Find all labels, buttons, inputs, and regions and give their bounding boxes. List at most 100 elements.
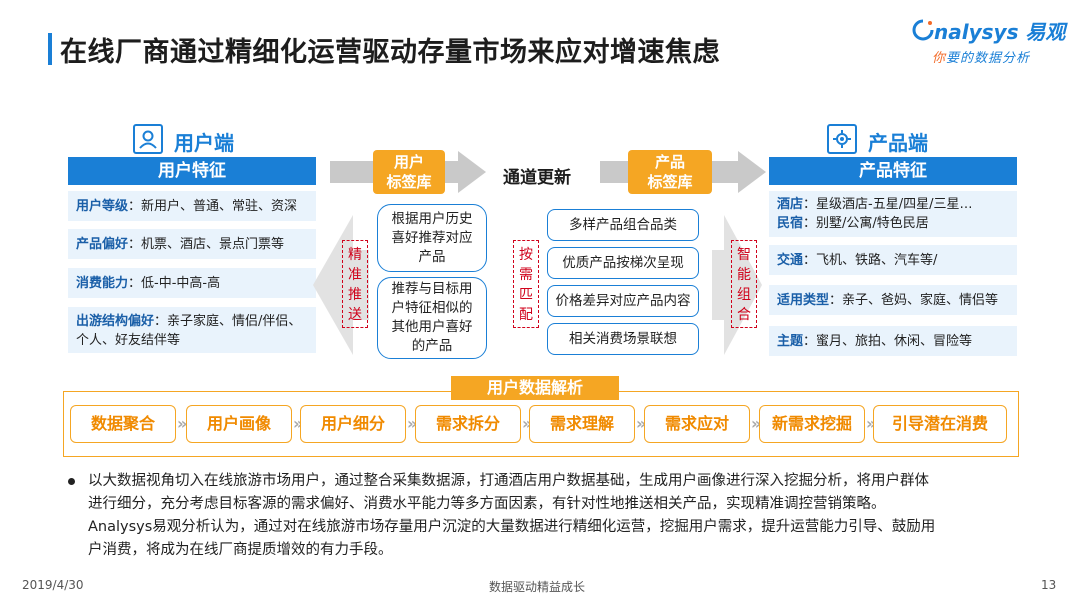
bubble-text: 根据用户历史喜好推荐对应产品: [391, 210, 473, 265]
channel-arrow-right-head: [738, 151, 766, 193]
footer-date: 2019/4/30: [22, 578, 84, 592]
feature-value: ：别墅/公寓/特色民居: [803, 216, 929, 231]
user-tag-line2: 标签库: [386, 173, 432, 191]
product-feature-row: 酒店：星级酒店-五星/四星/三星… 民宿：别墅/公寓/特色民居: [769, 191, 1017, 237]
process-step: 数据聚合: [70, 405, 176, 443]
recommend-bubble: 推荐与目标用户特征相似的其他用户喜好的产品: [377, 277, 487, 359]
product-strategy-pill: 优质产品按梯次呈现: [547, 247, 699, 279]
feature-value: ：亲子家庭、情侣/伴侣、: [154, 314, 302, 329]
feature-value: ：机票、酒店、景点门票等: [128, 236, 285, 252]
chevron-right-icon: »: [866, 414, 877, 433]
vtag-char: 精: [348, 247, 362, 263]
feature-key: 酒店: [777, 197, 804, 212]
vtag-char: 能: [737, 267, 751, 283]
vtag-char: 准: [348, 267, 362, 283]
feature-key: 适用类型: [777, 292, 830, 308]
channel-update-label: 通道更新: [503, 168, 571, 188]
logo: nalysys 易观 你要的数据分析: [912, 14, 1066, 70]
product-side-heading: 产品端: [868, 131, 928, 155]
process-step: 用户细分: [300, 405, 406, 443]
product-strategy-pill: 多样产品组合品类: [547, 209, 699, 241]
user-tag-library: 用户 标签库: [373, 150, 445, 194]
chevron-right-icon: »: [751, 414, 762, 433]
chevron-right-icon: »: [177, 414, 188, 433]
channel-arrow-left-head: [458, 151, 486, 193]
feature-key: 产品偏好: [76, 236, 129, 252]
feature-value: ：亲子、爸妈、家庭、情侣等: [829, 292, 999, 308]
vtag-char: 配: [519, 307, 533, 323]
chevron-right-icon: »: [636, 414, 647, 433]
page-number: 13: [1041, 578, 1057, 592]
smart-combination-tag: 智 能 组 合: [731, 240, 757, 328]
push-arrow-left-icon: [313, 215, 369, 355]
product-strategy-pill: 相关消费场景联想: [547, 323, 699, 355]
footer-slogan: 数据驱动精益成长: [489, 580, 586, 594]
vtag-char: 智: [737, 247, 751, 263]
logo-brand: nalysys 易观: [934, 20, 1066, 44]
precise-push-tag: 精 准 推 送: [342, 240, 368, 328]
vtag-char: 组: [737, 287, 751, 303]
product-features-header: 产品特征: [769, 157, 1017, 185]
user-features-header: 用户特征: [68, 157, 316, 185]
paragraph-line: 以大数据视角切入在线旅游市场用户，通过整合采集数据源，打通酒店用户数据基础，生成…: [88, 473, 929, 489]
process-step: 引导潜在消费: [873, 405, 1007, 443]
feature-value-cont: 个人、好友结伴等: [76, 333, 181, 348]
user-feature-row: 用户等级：新用户、普通、常驻、资深: [68, 191, 316, 221]
title-accent-bar: [48, 33, 52, 65]
feature-key: 用户等级: [76, 198, 129, 214]
product-gear-icon: [827, 124, 857, 154]
chevron-right-icon: »: [522, 414, 533, 433]
product-feature-row: 交通：飞机、铁路、汽车等/: [769, 245, 1017, 275]
logo-slogan-text: 要的数据分析: [946, 51, 1031, 66]
on-demand-match-tag: 按 需 匹 配: [513, 240, 539, 328]
process-step: 需求应对: [644, 405, 750, 443]
vtag-char: 按: [519, 247, 533, 263]
feature-value: ：新用户、普通、常驻、资深: [128, 198, 298, 214]
chevron-right-icon: »: [293, 414, 304, 433]
product-tag-line2: 标签库: [647, 173, 693, 191]
user-profile-icon: [133, 124, 163, 154]
feature-value: ：星级酒店-五星/四星/三星…: [803, 197, 973, 212]
summary-paragraph: 以大数据视角切入在线旅游市场用户，通过整合采集数据源，打通酒店用户数据基础，生成…: [88, 470, 1018, 562]
process-label: 用户数据解析: [451, 376, 619, 400]
feature-value: ：蜜月、旅拍、休闲、冒险等: [803, 333, 973, 349]
feature-key: 交通: [777, 252, 804, 268]
chevron-right-icon: »: [407, 414, 418, 433]
vtag-char: 合: [737, 307, 751, 323]
logo-slogan: 你要的数据分析: [932, 47, 1030, 66]
combine-arrow-right-icon: [712, 215, 762, 355]
product-tag-library: 产品 标签库: [628, 150, 712, 194]
product-tag-line1: 产品: [654, 153, 685, 171]
paragraph-line: 进行细分，充分考虑目标客源的需求偏好、消费水平能力等多方面因素，有针对性地推送相…: [88, 496, 886, 512]
logo-o-icon: [912, 19, 934, 41]
process-step: 新需求挖掘: [759, 405, 865, 443]
user-feature-row: 消费能力：低-中-中高-高: [68, 268, 316, 298]
feature-key: 主题: [777, 333, 804, 349]
paragraph-bullet: [68, 478, 75, 485]
feature-key: 出游结构偏好: [76, 314, 155, 329]
product-strategy-pill: 价格差异对应产品内容: [547, 285, 699, 317]
user-feature-row: 产品偏好：机票、酒店、景点门票等: [68, 229, 316, 259]
feature-key: 民宿: [777, 216, 804, 231]
user-feature-row: 出游结构偏好：亲子家庭、情侣/伴侣、 个人、好友结伴等: [68, 307, 316, 353]
vtag-char: 需: [519, 267, 533, 283]
process-step: 需求理解: [529, 405, 635, 443]
user-side-heading: 用户端: [174, 131, 234, 155]
process-step: 需求拆分: [415, 405, 521, 443]
vtag-char: 匹: [519, 287, 533, 303]
feature-key: 消费能力: [76, 275, 129, 291]
process-step: 用户画像: [186, 405, 292, 443]
paragraph-line: 户消费，将成为在线厂商提质增效的有力手段。: [88, 542, 393, 558]
logo-slogan-highlight: 你: [932, 51, 947, 66]
vtag-char: 送: [348, 307, 362, 323]
product-feature-row: 适用类型：亲子、爸妈、家庭、情侣等: [769, 285, 1017, 315]
vtag-char: 推: [348, 287, 362, 303]
feature-value: ：低-中-中高-高: [128, 275, 221, 291]
bubble-text: 推荐与目标用户特征相似的其他用户喜好的产品: [391, 281, 473, 354]
page-title: 在线厂商通过精细化运营驱动存量市场来应对增速焦虑: [60, 37, 720, 68]
product-feature-row: 主题：蜜月、旅拍、休闲、冒险等: [769, 326, 1017, 356]
recommend-bubble: 根据用户历史喜好推荐对应产品: [377, 204, 487, 272]
feature-value: ：飞机、铁路、汽车等/: [803, 252, 938, 268]
user-tag-line1: 用户: [393, 153, 424, 171]
paragraph-line: Analysys易观分析认为，通过对在线旅游市场存量用户沉淀的大量数据进行精细化…: [88, 519, 936, 535]
